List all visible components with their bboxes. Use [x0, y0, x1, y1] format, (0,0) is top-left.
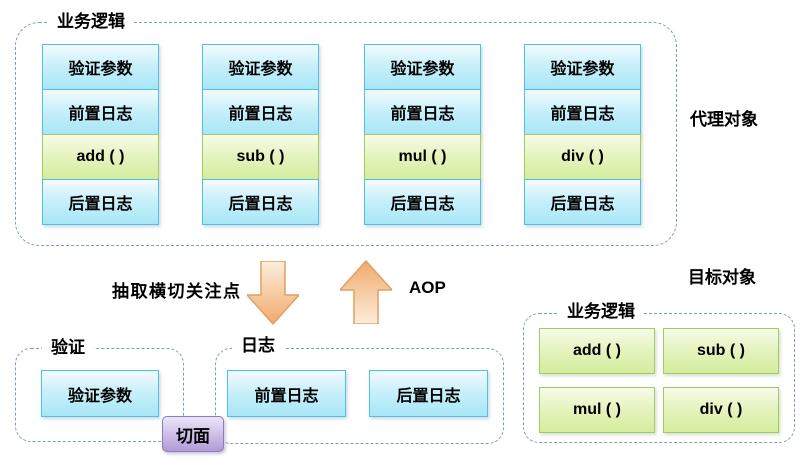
cell-validate-params: 验证参数 [524, 44, 641, 90]
method-column-div: 验证参数 前置日志 div ( ) 后置日志 [524, 44, 641, 225]
proxy-object-label: 代理对象 [690, 110, 758, 129]
validation-container-label: 验证 [42, 337, 94, 359]
target-object-label: 目标对象 [688, 268, 756, 287]
cell-method-add: add ( ) [539, 328, 655, 374]
cell-method-mul: mul ( ) [539, 387, 655, 433]
cell-method-sub: sub ( ) [663, 328, 779, 374]
up-arrow-icon [340, 260, 392, 324]
cell-method-div: div ( ) [663, 387, 779, 433]
method-column-mul: 验证参数 前置日志 mul ( ) 后置日志 [364, 44, 481, 225]
cell-post-log: 后置日志 [369, 370, 488, 417]
extract-crosscut-label: 抽取横切关注点 [112, 282, 242, 301]
cell-post-log: 后置日志 [202, 179, 319, 225]
aop-label: AOP [409, 278, 446, 297]
cell-pre-log: 前置日志 [227, 370, 346, 417]
proxy-business-logic-container: 业务逻辑 验证参数 前置日志 add ( ) 后置日志 验证参数 前置日志 su… [15, 11, 677, 246]
validation-aspect-container: 验证 验证参数 [15, 337, 184, 442]
target-business-logic-container: 业务逻辑 add ( ) sub ( ) mul ( ) div ( ) [523, 301, 795, 443]
cell-validate-params: 验证参数 [42, 44, 159, 90]
method-column-add: 验证参数 前置日志 add ( ) 后置日志 [42, 44, 159, 225]
cell-pre-log: 前置日志 [42, 89, 159, 135]
cell-pre-log: 前置日志 [202, 89, 319, 135]
cell-pre-log: 前置日志 [364, 89, 481, 135]
method-column-sub: 验证参数 前置日志 sub ( ) 后置日志 [202, 44, 319, 225]
cell-post-log: 后置日志 [42, 179, 159, 225]
target-container-label: 业务逻辑 [558, 301, 644, 323]
logging-container-label: 日志 [232, 335, 284, 357]
down-arrow-icon [247, 261, 299, 325]
cell-post-log: 后置日志 [364, 179, 481, 225]
cell-validate-params: 验证参数 [41, 370, 159, 417]
aspect-chip: 切面 [162, 416, 224, 452]
cell-method-sub: sub ( ) [202, 134, 319, 180]
cell-method-add: add ( ) [42, 134, 159, 180]
proxy-container-label: 业务逻辑 [48, 11, 134, 33]
logging-aspect-container: 日志 前置日志 后置日志 [215, 335, 504, 444]
cell-post-log: 后置日志 [524, 179, 641, 225]
cell-method-mul: mul ( ) [364, 134, 481, 180]
cell-method-div: div ( ) [524, 134, 641, 180]
cell-validate-params: 验证参数 [202, 44, 319, 90]
cell-validate-params: 验证参数 [364, 44, 481, 90]
cell-pre-log: 前置日志 [524, 89, 641, 135]
